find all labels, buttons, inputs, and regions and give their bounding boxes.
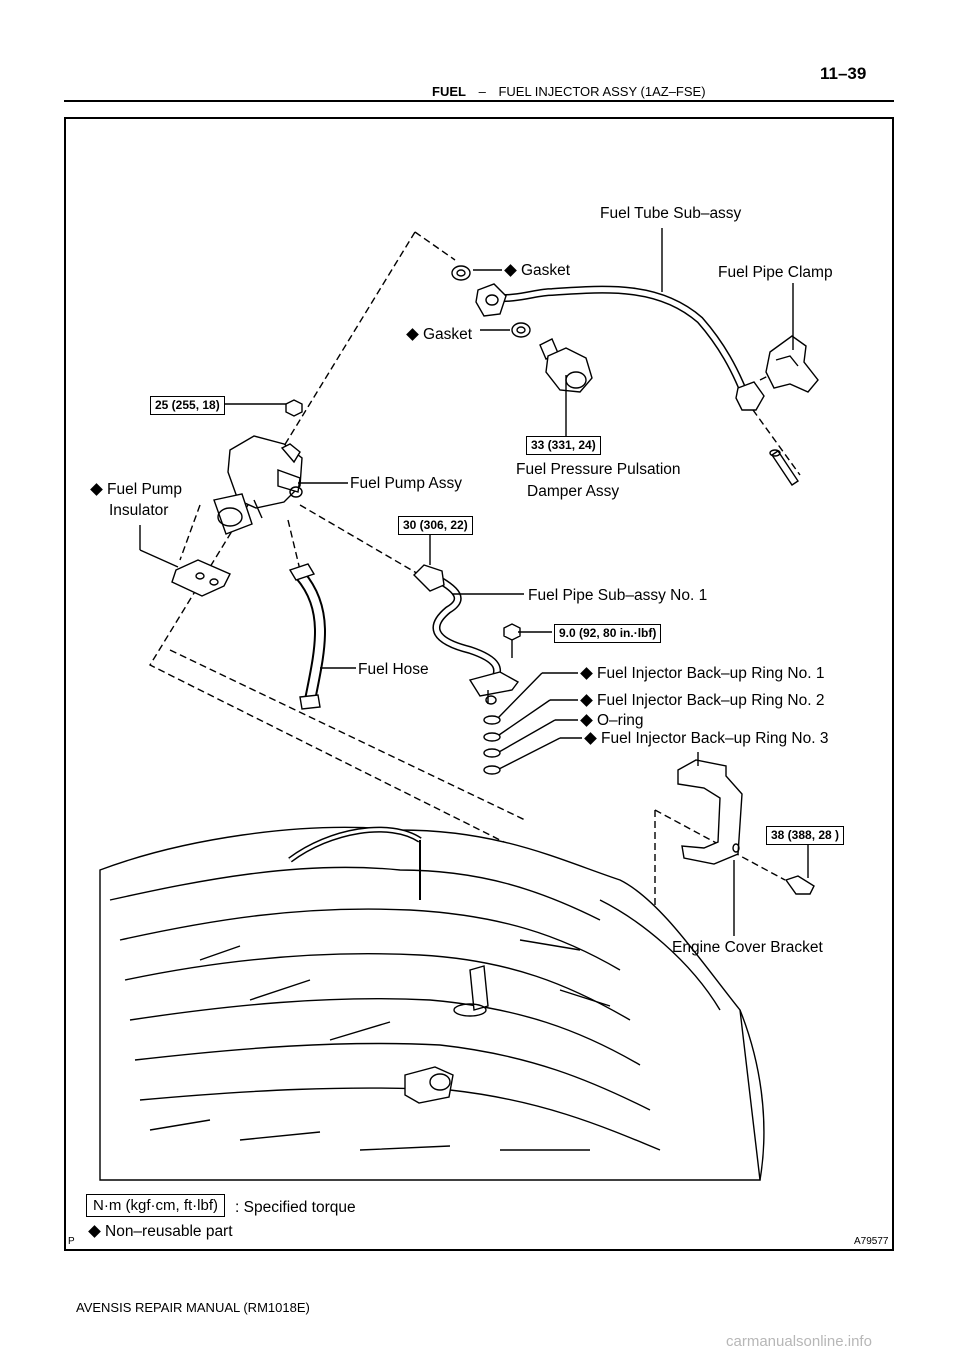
label-fuel-hose: Fuel Hose [358, 661, 429, 678]
footer-manual-title: AVENSIS REPAIR MANUAL (RM1018E) [76, 1300, 310, 1315]
label-fuel-pump-insulator-line2: Insulator [109, 502, 169, 519]
header-rule [64, 100, 894, 102]
label-gasket-top-text: Gasket [521, 262, 571, 279]
label-backup-ring-1-text: Fuel Injector Back–up Ring No. 1 [597, 665, 825, 682]
label-gasket-mid-text: Gasket [423, 326, 473, 343]
non-reusable-diamond-icon [580, 714, 593, 727]
label-backup-ring-2-text: Fuel Injector Back–up Ring No. 2 [597, 692, 825, 709]
label-backup-ring-3-text: Fuel Injector Back–up Ring No. 3 [601, 730, 829, 747]
legend-non-reusable-text: Non–reusable part [105, 1223, 233, 1240]
legend-torque-desc: : Specified torque [235, 1199, 356, 1216]
torque-box-9: 9.0 (92, 80 in.·lbf) [554, 624, 662, 643]
non-reusable-diamond-icon [88, 1225, 101, 1238]
non-reusable-diamond-icon [504, 264, 517, 277]
legend-non-reusable: Non–reusable part [88, 1222, 233, 1241]
label-fuel-pump-insulator-line1: Fuel Pump [90, 480, 182, 499]
non-reusable-diamond-icon [580, 694, 593, 707]
label-fuel-pump-insulator-text: Fuel Pump [107, 481, 182, 498]
label-fuel-pipe-no1: Fuel Pipe Sub–assy No. 1 [528, 587, 708, 604]
label-fuel-tube-sub-assy: Fuel Tube Sub–assy [600, 205, 742, 222]
header-section: FUEL [432, 84, 466, 99]
label-backup-ring-2: Fuel Injector Back–up Ring No. 2 [580, 691, 824, 710]
label-o-ring-text: O–ring [597, 712, 644, 729]
label-gasket-mid: Gasket [406, 325, 472, 344]
non-reusable-diamond-icon [406, 328, 419, 341]
label-engine-cover-bracket: Engine Cover Bracket [672, 939, 823, 956]
non-reusable-diamond-icon [584, 732, 597, 745]
torque-box-38: 38 (388, 28 ) [766, 826, 845, 845]
legend-torque-unit-box: N·m (kgf·cm, ft·lbf) [86, 1194, 225, 1217]
corner-mark: P [68, 1236, 75, 1247]
watermark: carmanualsonline.info [726, 1333, 872, 1350]
label-o-ring: O–ring [580, 711, 644, 730]
label-fuel-pipe-clamp: Fuel Pipe Clamp [718, 264, 833, 281]
figure-id: A79577 [854, 1236, 889, 1247]
label-backup-ring-1: Fuel Injector Back–up Ring No. 1 [580, 664, 824, 683]
label-fuel-pump-assy: Fuel Pump Assy [350, 475, 462, 492]
non-reusable-diamond-icon [580, 667, 593, 680]
header-separator: – [478, 84, 486, 99]
header-subtitle: FUEL INJECTOR ASSY (1AZ–FSE) [498, 84, 706, 99]
label-backup-ring-3: Fuel Injector Back–up Ring No. 3 [584, 729, 828, 748]
torque-box-30: 30 (306, 22) [398, 516, 473, 535]
label-pulsation-damper-line1: Fuel Pressure Pulsation [516, 461, 681, 478]
page-header: FUEL – FUEL INJECTOR ASSY (1AZ–FSE) [432, 84, 706, 99]
page-number: 11–39 [820, 64, 867, 83]
label-pulsation-damper-line2: Damper Assy [527, 483, 620, 500]
figure-frame [64, 117, 894, 1251]
torque-box-33: 33 (331, 24) [526, 436, 601, 455]
torque-box-25: 25 (255, 18) [150, 396, 225, 415]
label-gasket-top: Gasket [504, 261, 570, 280]
non-reusable-diamond-icon [90, 483, 103, 496]
